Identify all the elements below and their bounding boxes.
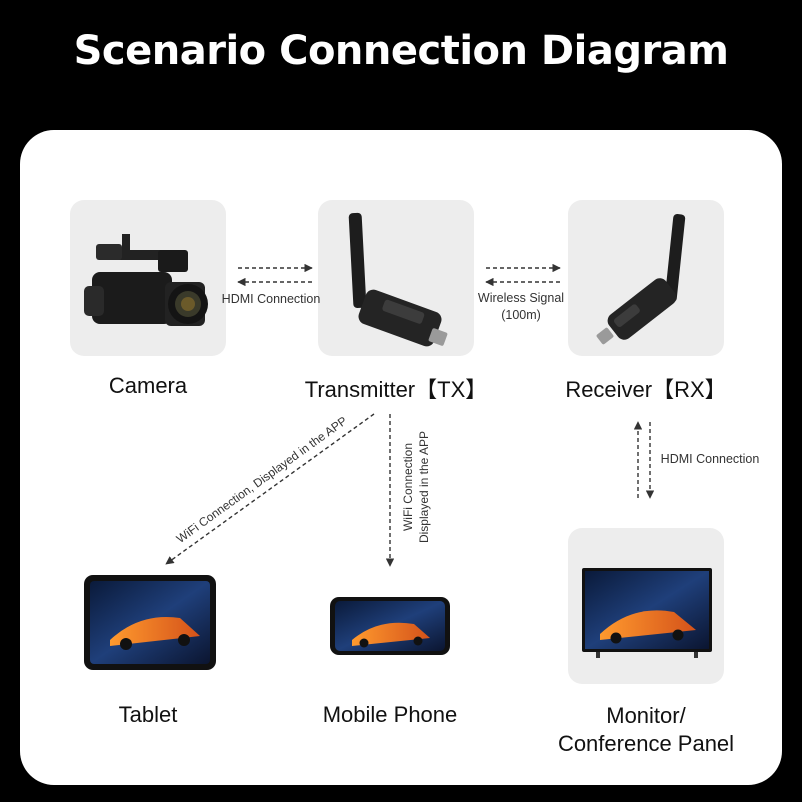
phone-icon: [330, 597, 450, 655]
receiver-label: Receiver【RX】: [546, 372, 746, 404]
transmitter-icon: [349, 213, 448, 349]
monitor-label-line1: Monitor/: [546, 703, 746, 729]
camera-icon: [84, 234, 208, 326]
tablet-label: Tablet: [68, 702, 228, 728]
hdmi-camera-tx-arrows: [238, 268, 312, 282]
hdmi-camera-tx-label: HDMI Connection: [216, 292, 326, 306]
tablet-icon: [84, 575, 216, 670]
wifi-tx-tablet-arrow: [166, 414, 374, 564]
receiver-icon: [596, 214, 686, 345]
phone-label: Mobile Phone: [290, 702, 490, 728]
hdmi-rx-monitor-label: HDMI Connection: [654, 452, 766, 466]
monitor-icon: [582, 568, 712, 658]
wifi-phone-label-line1: WiFi Connection: [401, 443, 415, 531]
camera-label: Camera: [68, 373, 228, 399]
hdmi-rx-monitor-arrows: [638, 422, 650, 498]
wireless-range-label: (100m): [466, 308, 576, 322]
wireless-tx-rx-arrows: [486, 268, 560, 282]
monitor-label-line2: Conference Panel: [526, 731, 766, 757]
transmitter-label: Transmitter【TX】: [286, 372, 506, 404]
wireless-signal-label: Wireless Signal: [466, 291, 576, 305]
wifi-tablet-label: WiFi Connection, Displayed in the APP: [174, 414, 350, 546]
wifi-phone-label-line2: Displayed in the APP: [417, 431, 431, 543]
